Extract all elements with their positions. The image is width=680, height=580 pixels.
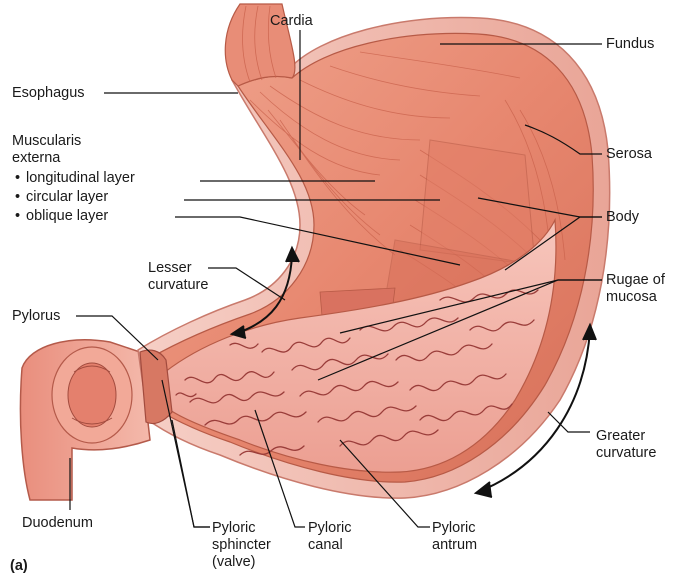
lesser-line-2: curvature	[148, 277, 209, 293]
label-pyloric-sphincter: Pyloric sphincter (valve)	[212, 520, 271, 571]
label-pyloric-canal: Pyloric canal	[308, 520, 352, 554]
muscularis-line-1: Muscularis	[12, 133, 82, 149]
sphincter-line-1: Pyloric	[212, 520, 256, 536]
greater-curvature-arrow	[473, 322, 597, 498]
leader-lines	[69, 30, 602, 528]
pyloric-sphincter-shape	[139, 349, 173, 425]
label-greater-curvature: Greater curvature	[596, 428, 656, 462]
rugae-line-2: mucosa	[606, 289, 657, 305]
label-body: Body	[606, 209, 640, 225]
lesser-line-1: Lesser	[148, 260, 192, 276]
label-rugae-of-mucosa: Rugae of mucosa	[606, 272, 665, 306]
label-fundus: Fundus	[606, 36, 655, 52]
antrum-line-1: Pyloric	[432, 520, 476, 536]
greater-line-2: curvature	[596, 445, 657, 461]
label-esophagus: Esophagus	[12, 85, 85, 101]
label-lesser-curvature: Lesser curvature	[148, 260, 208, 294]
label-duodenum: Duodenum	[22, 515, 93, 531]
rugae-line-1: Rugae of	[606, 272, 665, 288]
lesser-curvature-arrow	[229, 245, 300, 339]
greater-line-1: Greater	[596, 428, 646, 444]
label-muscularis-externa: Muscularis externa longitudinal layer ci…	[12, 133, 135, 225]
label-circular-layer: circular layer	[12, 189, 135, 206]
label-oblique-layer: oblique layer	[12, 208, 135, 225]
sphincter-line-2: sphincter	[212, 537, 271, 553]
canal-line-2: canal	[308, 537, 343, 553]
esophagus-shape	[224, 3, 296, 87]
label-cardia: Cardia	[270, 13, 313, 29]
label-serosa: Serosa	[606, 146, 652, 162]
label-longitudinal-layer: longitudinal layer	[12, 170, 135, 187]
mucosa-interior	[164, 217, 557, 473]
label-pyloric-antrum: Pyloric antrum	[432, 520, 477, 554]
panel-letter: (a)	[10, 558, 28, 574]
label-pylorus: Pylorus	[12, 308, 61, 324]
antrum-line-2: antrum	[432, 537, 478, 553]
canal-line-1: Pyloric	[308, 520, 352, 536]
duodenum-shape	[19, 339, 151, 501]
sphincter-line-3: (valve)	[212, 554, 256, 570]
muscularis-line-2: externa	[12, 150, 61, 166]
